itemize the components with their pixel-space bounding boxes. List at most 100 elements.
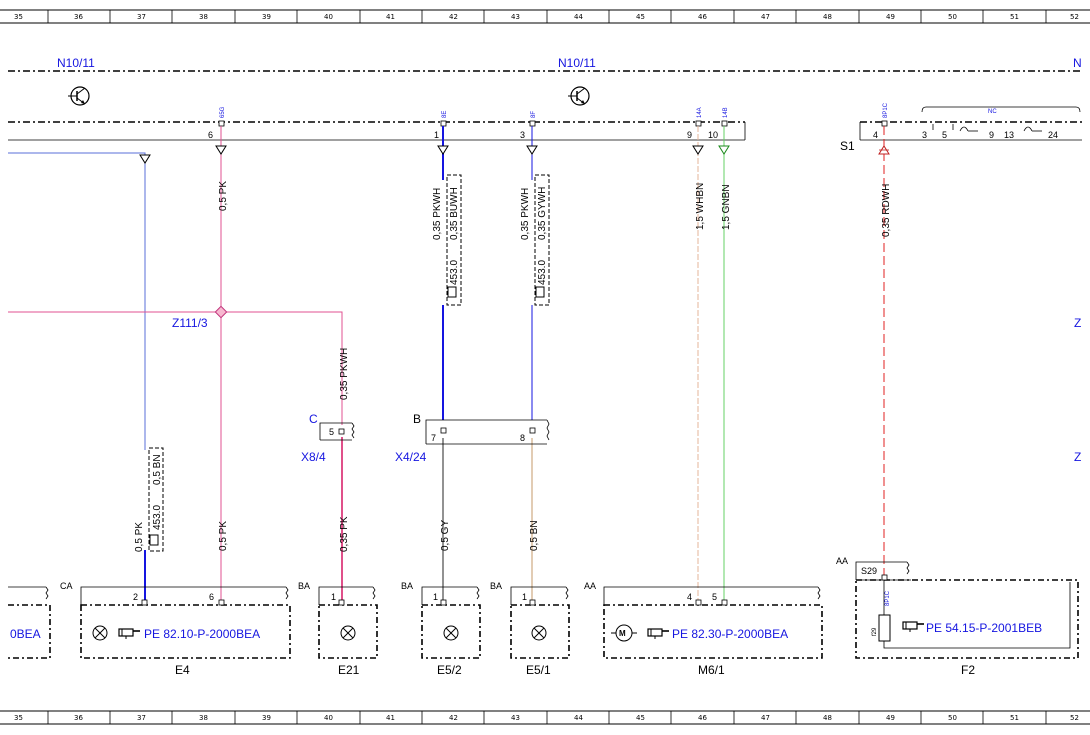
- ruler-col: 47: [761, 13, 770, 21]
- component-name: E21: [338, 663, 360, 677]
- connector-code: 8E: [442, 111, 448, 118]
- pin-number: 9: [687, 130, 692, 140]
- wire-label: 0,35 RDWH: [881, 184, 892, 237]
- ruler-col: 40: [324, 714, 333, 722]
- lamp-icon: [531, 625, 547, 641]
- wire-label: 0,35 PKWH: [339, 348, 350, 400]
- component-code: BA: [401, 581, 413, 591]
- twisted-pair-bracket: [148, 174, 550, 552]
- connector-code: 8F: [531, 111, 537, 118]
- pin-number: 24: [1048, 130, 1058, 140]
- connector-code: 8P1C: [885, 590, 891, 606]
- connector-code: 14B: [723, 107, 729, 118]
- switch-label: S1: [840, 139, 855, 153]
- ruler-col: 52: [1070, 714, 1079, 722]
- ruler-col: 38: [199, 714, 208, 722]
- pin-number: 9: [989, 130, 994, 140]
- ruler-col: 50: [948, 13, 957, 21]
- connector-name: X8/4: [301, 450, 326, 464]
- junction-label-right: Z: [1074, 450, 1081, 464]
- component-ref[interactable]: PE 54.15-P-2001BEB: [926, 621, 1042, 635]
- component-name: F2: [961, 663, 975, 677]
- nc-label: NC: [988, 109, 997, 115]
- splice-label: Z111/3: [172, 316, 208, 330]
- pointing-hand-icon: [647, 628, 670, 640]
- pin-number: 6: [209, 592, 214, 602]
- lamp-icon: [340, 625, 356, 641]
- transistor-icon: [567, 86, 590, 106]
- terminal-arrow: [437, 145, 449, 155]
- ruler-col: 52: [1070, 13, 1079, 21]
- ruler-col: 43: [511, 13, 520, 21]
- component-code: AA: [584, 581, 596, 591]
- terminal-arrow: [718, 145, 730, 155]
- pin-number: 4: [873, 130, 878, 140]
- ruler-col: 42: [449, 714, 458, 722]
- switch-s1: NC 3 5 9 13 24: [921, 106, 1081, 140]
- pin-number: 4: [687, 592, 692, 602]
- top-ruler: 35 36 37 38 39 40 41 42 43 44 45 46 47 4…: [0, 9, 1090, 24]
- ruler-col: 41: [386, 13, 395, 21]
- ruler-col: 41: [386, 714, 395, 722]
- svg-text:M: M: [619, 629, 626, 638]
- ruler-col: 46: [698, 13, 707, 21]
- component-e5-2: [421, 586, 481, 659]
- connector-letter: B: [413, 412, 421, 426]
- component-m6-1: M: [603, 586, 823, 659]
- module-boundary: [8, 70, 1082, 141]
- splice-diamond: [214, 305, 228, 319]
- wire-label: 0,5 BN: [529, 520, 540, 551]
- ruler-col: 39: [262, 13, 271, 21]
- ruler-col: 49: [886, 13, 895, 21]
- wire-label: 0,5 PK: [218, 181, 229, 211]
- ruler-col: 39: [262, 714, 271, 722]
- component-code: BA: [298, 581, 310, 591]
- wire-label: 0,35 PKWH: [520, 188, 531, 240]
- lamp-icon: [443, 625, 459, 641]
- ruler-col: 45: [636, 714, 645, 722]
- connector-code: 8P1C: [883, 102, 889, 118]
- pin-number: 2: [133, 592, 138, 602]
- component-code: BA: [490, 581, 502, 591]
- pin-number: 3: [520, 130, 525, 140]
- wire-label: 0,35 BUWH: [449, 187, 460, 240]
- component-ref[interactable]: PE 82.30-P-2000BEA: [672, 627, 788, 641]
- ruler-col: 48: [823, 714, 832, 722]
- ruler-col: 46: [698, 714, 707, 722]
- pointing-hand-icon: [118, 628, 141, 640]
- component-e4: [80, 586, 291, 659]
- wire-pink-e4: [8, 126, 343, 602]
- connector-code: 65G: [220, 106, 226, 118]
- bottom-ruler: 35 36 37 38 39 40 41 42 43 44 45 46 47 4…: [0, 710, 1090, 725]
- ruler-col: 43: [511, 714, 520, 722]
- pin-number: 1: [433, 592, 438, 602]
- connector-x4-24: [425, 419, 550, 445]
- wire-label: 453.0: [152, 505, 163, 530]
- wire-label: 0,5 PK: [134, 522, 145, 552]
- wire-label: 0,5 PK: [218, 521, 229, 551]
- transistor-icon: [67, 86, 90, 106]
- fuse-label: f29: [872, 627, 878, 636]
- component-ref[interactable]: PE 82.10-P-2000BEA: [144, 627, 260, 641]
- component-ref: 0BEA: [10, 627, 41, 641]
- module-label-right: N: [1073, 56, 1082, 70]
- ruler-col: 49: [886, 714, 895, 722]
- pin-number: 13: [1004, 130, 1014, 140]
- wire-label: 1,5 GNBN: [721, 184, 732, 230]
- shield-symbol: [149, 286, 545, 546]
- component-e5-1: [510, 586, 570, 659]
- motor-icon: M: [611, 624, 637, 642]
- module-label-center: N10/11: [558, 56, 596, 70]
- ruler-col: 51: [1010, 13, 1019, 21]
- connector-letter: C: [309, 412, 318, 426]
- ruler-col: 51: [1010, 714, 1019, 722]
- wire-label: 0,35 PKWH: [432, 188, 443, 240]
- component-e21: [318, 586, 378, 659]
- component-name: E5/2: [437, 663, 462, 677]
- pin-number: 6: [208, 130, 213, 140]
- component-name: E5/1: [526, 663, 551, 677]
- terminal-arrow: [526, 145, 538, 155]
- component-name: E4: [175, 663, 190, 677]
- fuse-sub-label: S29: [861, 566, 877, 576]
